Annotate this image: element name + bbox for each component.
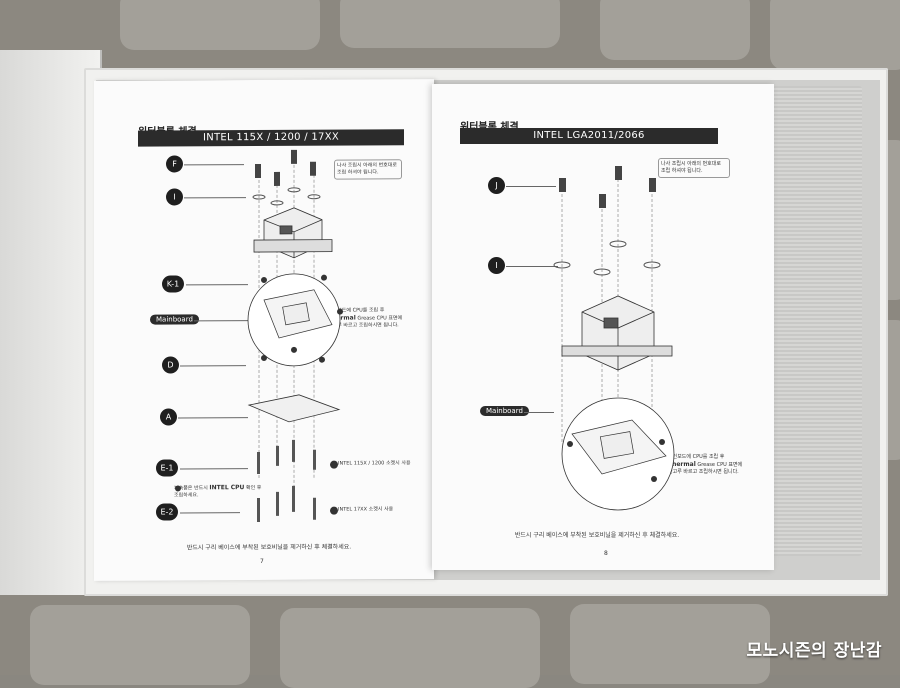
backplate	[247, 394, 341, 423]
watermark-text: 모노시즌의 장난감	[746, 641, 882, 661]
page-footer: 반드시 구리 베이스에 부착된 보호비닐을 제거하신 후 체결하세요.	[514, 532, 680, 539]
stone	[770, 0, 900, 70]
thermal-grease-note: 메인보드에 CPU를 조립 후 Thermal Grease CPU 표면에 골…	[668, 454, 748, 476]
stone	[600, 0, 750, 60]
step-label-i: I	[488, 257, 505, 274]
manual-page-left: 워터블록 체결 INTEL 115X / 1200 / 17XX F I K-1…	[94, 79, 434, 581]
thermal-note-post: Grease CPU 표면에 골고루 바르고 조립하시면 됩니다.	[668, 462, 743, 475]
page-number: 7	[260, 558, 264, 566]
pump-block	[253, 207, 333, 259]
mainboard-tag: Mainboard	[480, 406, 529, 416]
step-label-j: J	[488, 177, 505, 194]
stone	[340, 0, 560, 48]
leader-line	[524, 412, 554, 413]
page-heading: 워터블록 체결	[460, 118, 519, 133]
screw-order-note: 나사 조립시 아래의 번호대로 조립 하셔야 됩니다.	[658, 158, 730, 178]
manual-page-right: 워터블록 체결 INTEL LGA2011/2066 J I Mainboard…	[432, 84, 774, 570]
exploded-assembly-diagram	[175, 149, 343, 523]
stone	[280, 608, 540, 688]
thermal-note-pre: 메인보드에 CPU를 조립 후	[668, 454, 725, 460]
leader-line	[506, 266, 558, 267]
leader-line	[506, 186, 556, 187]
page-banner: INTEL LGA2011/2066	[460, 128, 718, 144]
page-number: 8	[604, 550, 608, 557]
exploded-assembly-diagram	[553, 166, 675, 511]
screw-order-text: 나사 조립시 아래의 번호대로 조립 하셔야 됩니다.	[661, 161, 721, 174]
stone	[570, 604, 770, 684]
pump-block	[561, 295, 673, 371]
stone	[30, 605, 250, 685]
page-footer: 반드시 구리 베이스에 부착된 보호비닐을 제거하신 후 체결하세요.	[186, 543, 352, 552]
stone	[120, 0, 320, 50]
thermal-note-bold: Thermal	[668, 461, 696, 468]
